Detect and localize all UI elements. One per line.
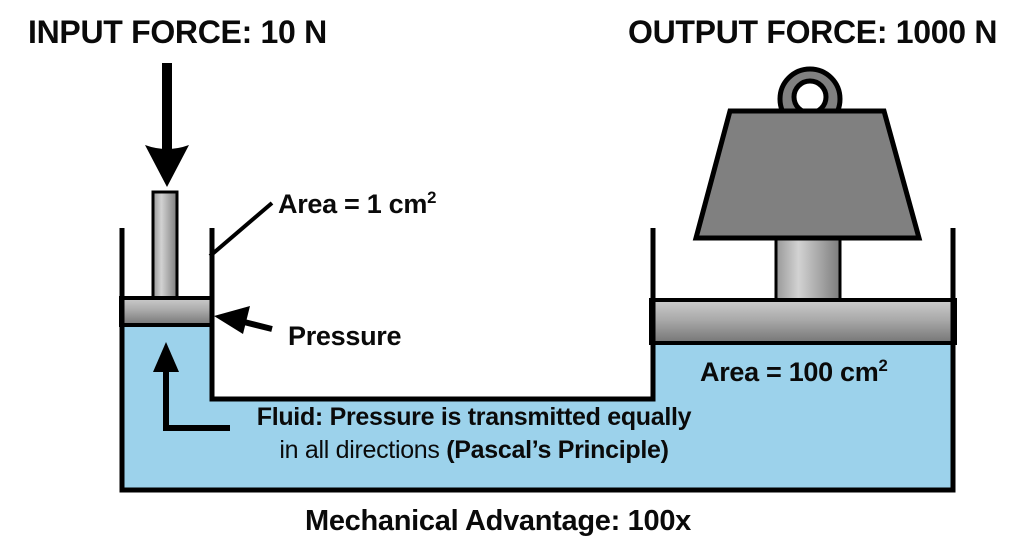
large-piston-rod — [774, 233, 842, 306]
input-force-label: INPUT FORCE: 10 N — [28, 14, 327, 50]
fluid-caption-line2-bold: (Pascal’s Principle) — [446, 436, 669, 464]
output-force-label: OUTPUT FORCE: 1000 N — [628, 14, 998, 50]
pressure-label: Pressure — [288, 321, 402, 351]
weight — [692, 108, 923, 241]
fluid-caption-line1: Fluid: Pressure is transmitted equally — [256, 403, 692, 431]
vessel-outline — [119, 228, 956, 493]
small-piston — [119, 296, 214, 327]
mechanical-advantage-label: Mechanical Advantage: 100x — [304, 505, 691, 537]
area-large-text: Area = 100 cm — [700, 357, 879, 387]
area-small-superscript: 2 — [427, 188, 437, 207]
large-piston — [649, 298, 957, 345]
area-small-text: Area = 1 cm — [278, 189, 428, 219]
pressure-arrow-icon — [214, 306, 273, 334]
input-force-arrow-icon — [145, 63, 189, 187]
fluid-up-arrow-icon — [153, 342, 230, 431]
fluid — [122, 325, 953, 490]
small-piston-rod — [151, 190, 179, 306]
weight-ring-hole — [791, 78, 829, 116]
area-large-label: Area = 100 cm2 — [700, 357, 888, 388]
fluid-caption-line2: in all directions (Pascal’s Principle) — [233, 434, 715, 467]
fluid-caption: Fluid: Pressure is transmitted equally i… — [233, 401, 715, 467]
fluid-caption-line2-regular: in all directions — [279, 436, 447, 464]
area-small-label: Area = 1 cm2 — [278, 189, 436, 220]
area-small-pointer-line — [208, 201, 274, 258]
area-large-superscript: 2 — [878, 356, 888, 375]
